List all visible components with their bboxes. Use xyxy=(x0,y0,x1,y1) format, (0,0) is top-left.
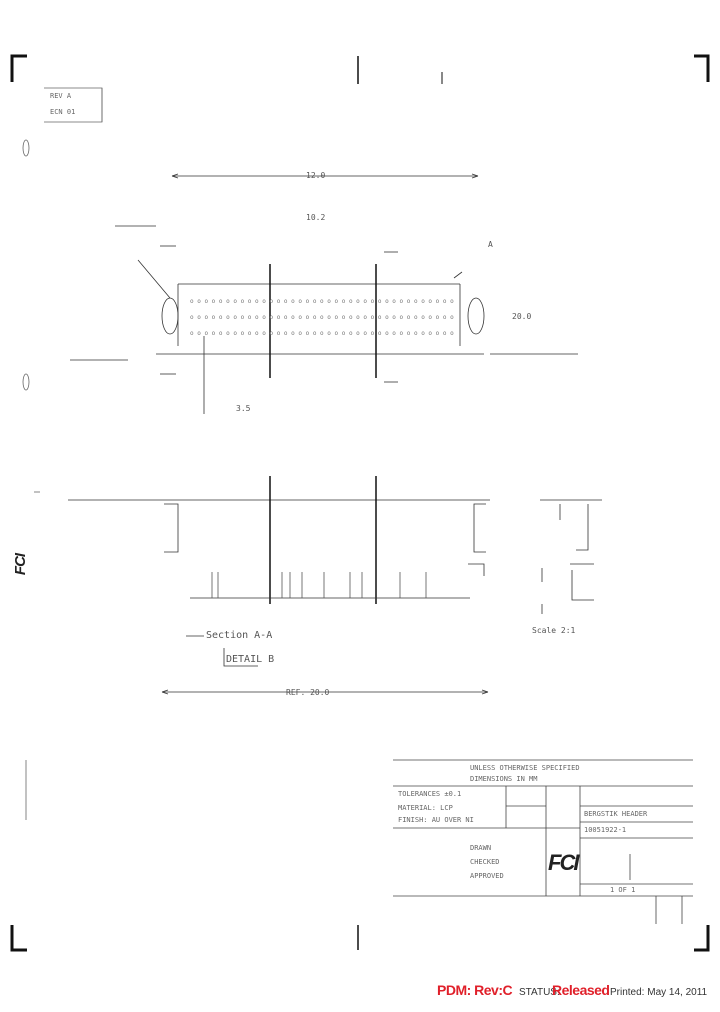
detail-note: DETAIL B xyxy=(226,654,275,665)
connector-side-view xyxy=(540,499,602,614)
rev-box-line-1: REV A xyxy=(50,92,72,100)
title-line-1: UNLESS OTHERWISE SPECIFIED xyxy=(470,764,580,772)
pin-field: o o o o o o o o o o o o o o o o o o o o … xyxy=(190,298,454,337)
title-line-7: CHECKED xyxy=(470,858,500,866)
title-block-frame xyxy=(393,759,693,924)
rev-box-line-2: ECN 01 xyxy=(50,108,76,116)
fci-logo: FCI xyxy=(548,850,579,875)
title-line-4: MATERIAL: LCP xyxy=(398,804,453,812)
title-line-3: TOLERANCES ±0.1 xyxy=(398,790,462,798)
dim-pitch-row: 10.2 xyxy=(306,213,326,222)
side-fci-logo: FCI xyxy=(12,553,30,576)
title-sheet: 1 OF 1 xyxy=(610,886,636,894)
status-label: STATUS: xyxy=(519,987,560,998)
sheet-frame-corners xyxy=(10,54,710,952)
svg-text:o o o o o o o o o o o o o o o: o o o o o o o o o o o o o o o o o o o o … xyxy=(190,330,454,337)
left-margin-marks xyxy=(22,139,40,820)
title-line-5: FINISH: AU OVER NI xyxy=(398,816,474,824)
title-line-8: APPROVED xyxy=(470,872,504,880)
dim-pitch-col: 3.5 xyxy=(236,404,251,413)
section-note: Section A-A xyxy=(206,630,273,641)
title-part-number: 10051922-1 xyxy=(584,826,627,834)
svg-text:o o o o o o o o o o o o o o o: o o o o o o o o o o o o o o o o o o o o … xyxy=(190,298,454,305)
dim-side: 20.0 xyxy=(512,312,532,321)
ref-a-label: A xyxy=(488,240,493,249)
connector-front-view xyxy=(68,476,490,695)
scale-note: Scale 2:1 xyxy=(532,626,576,635)
status-value: Released xyxy=(552,982,610,998)
title-line-6: DRAWN xyxy=(470,844,492,852)
pdm-revision: PDM: Rev:C xyxy=(437,982,513,998)
revision-box xyxy=(44,87,103,123)
dim-bottom: REF. 20.0 xyxy=(286,688,330,697)
connector-top-view xyxy=(70,173,578,414)
dim-overall-length: 12.0 xyxy=(306,171,326,180)
title-line-2: DIMENSIONS IN MM xyxy=(470,775,538,783)
printed-date: Printed: May 14, 2011 xyxy=(610,987,708,998)
svg-text:o o o o o o o o o o o o o o o: o o o o o o o o o o o o o o o o o o o o … xyxy=(190,314,454,321)
title-description: BERGSTIK HEADER xyxy=(584,810,648,818)
